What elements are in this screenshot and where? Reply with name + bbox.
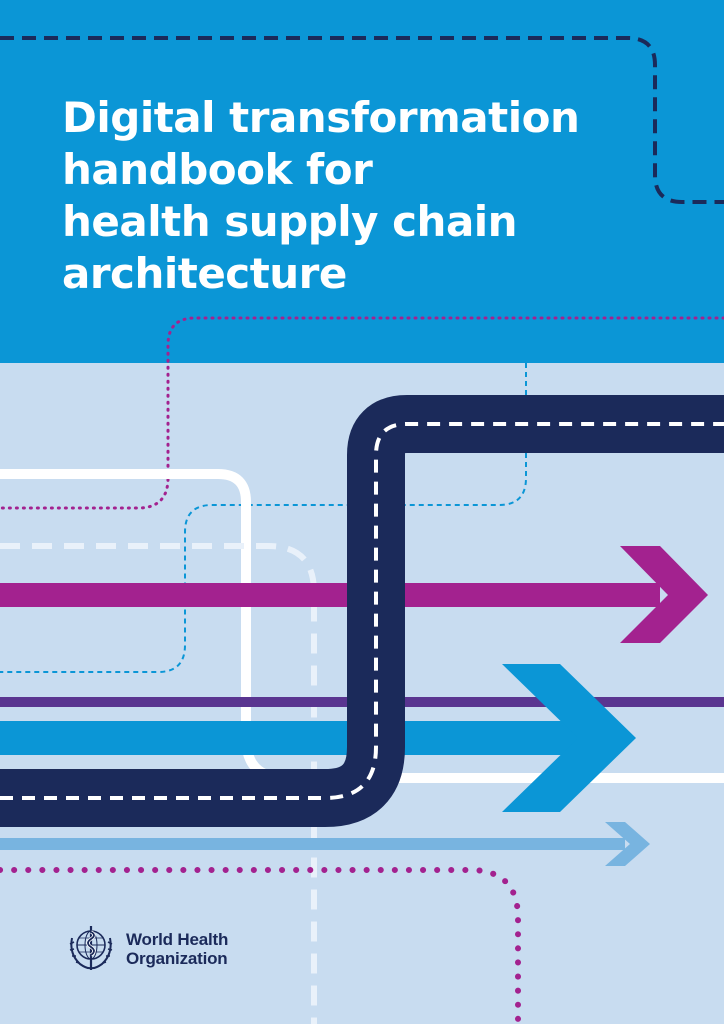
- title-line-1: Digital transformation: [62, 93, 580, 142]
- publisher-name: World Health Organization: [126, 930, 228, 968]
- title-line-3: health supply chain: [62, 197, 518, 246]
- dashed-route-top: [0, 36, 724, 204]
- title-line-4: architecture: [62, 249, 347, 298]
- light-blue-arrow: [0, 822, 650, 866]
- dotted-route-magenta-upper: [0, 316, 724, 510]
- who-emblem-icon: [69, 926, 113, 970]
- publisher-name-line-2: Organization: [126, 949, 228, 968]
- dashed-route-cyan: [0, 363, 527, 673]
- cover-top-band: [0, 0, 724, 363]
- who-logo: World Health Organization: [60, 918, 228, 980]
- navy-road-center-dashes: [0, 422, 724, 800]
- dotted-route-magenta-lower: [0, 867, 521, 1024]
- publisher-name-line-1: World Health: [126, 930, 229, 949]
- magenta-arrow: [0, 546, 708, 643]
- cover-title: Digital transformation handbook for heal…: [62, 92, 662, 300]
- title-line-2: handbook for: [62, 145, 373, 194]
- cyan-arrow: [0, 664, 636, 812]
